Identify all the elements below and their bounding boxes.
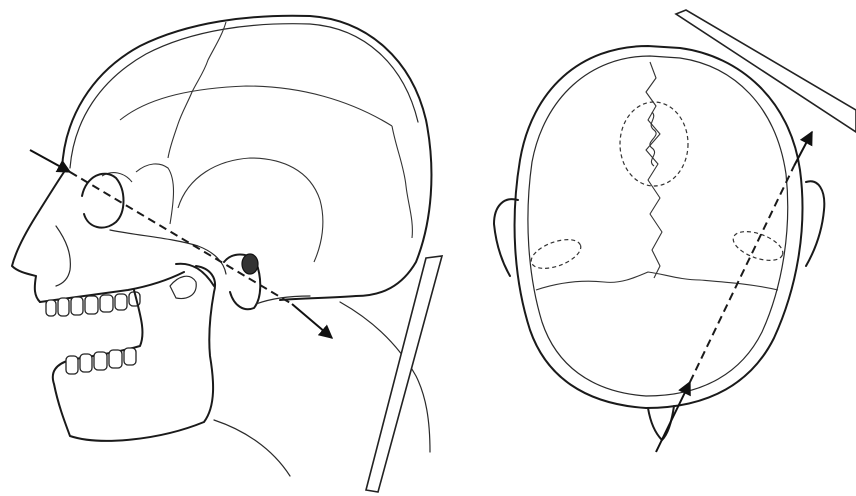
image-receptor-plate (366, 256, 442, 492)
upper-teeth (46, 292, 140, 316)
coronal-suture (168, 22, 226, 158)
external-auditory-meatus (242, 254, 258, 274)
central-ray-superior-dashed (690, 166, 794, 382)
lateral-skull-panel (12, 16, 442, 492)
fontanelle-outline (620, 102, 688, 186)
left-petrous-outline (527, 234, 584, 274)
sagittal-suture (646, 62, 662, 278)
central-ray-dashed (70, 172, 292, 304)
right-petrous-outline (729, 226, 786, 266)
right-ear (806, 181, 824, 266)
image-receptor-plate-superior (676, 10, 856, 132)
exit-arrow (292, 304, 332, 338)
temporal-line (120, 86, 392, 126)
neck-front-outline (214, 420, 290, 476)
face-profile (12, 172, 64, 302)
cranial-vault-inner (70, 24, 418, 168)
lambdoid-suture (392, 126, 412, 238)
superior-head-panel (494, 10, 856, 452)
ramus (176, 264, 214, 286)
lower-teeth (66, 348, 136, 374)
nasal-cavity (56, 226, 70, 286)
zygomatic-arch (110, 230, 226, 274)
entry-arrow-superior (656, 382, 690, 452)
coronoid-process (170, 276, 196, 298)
